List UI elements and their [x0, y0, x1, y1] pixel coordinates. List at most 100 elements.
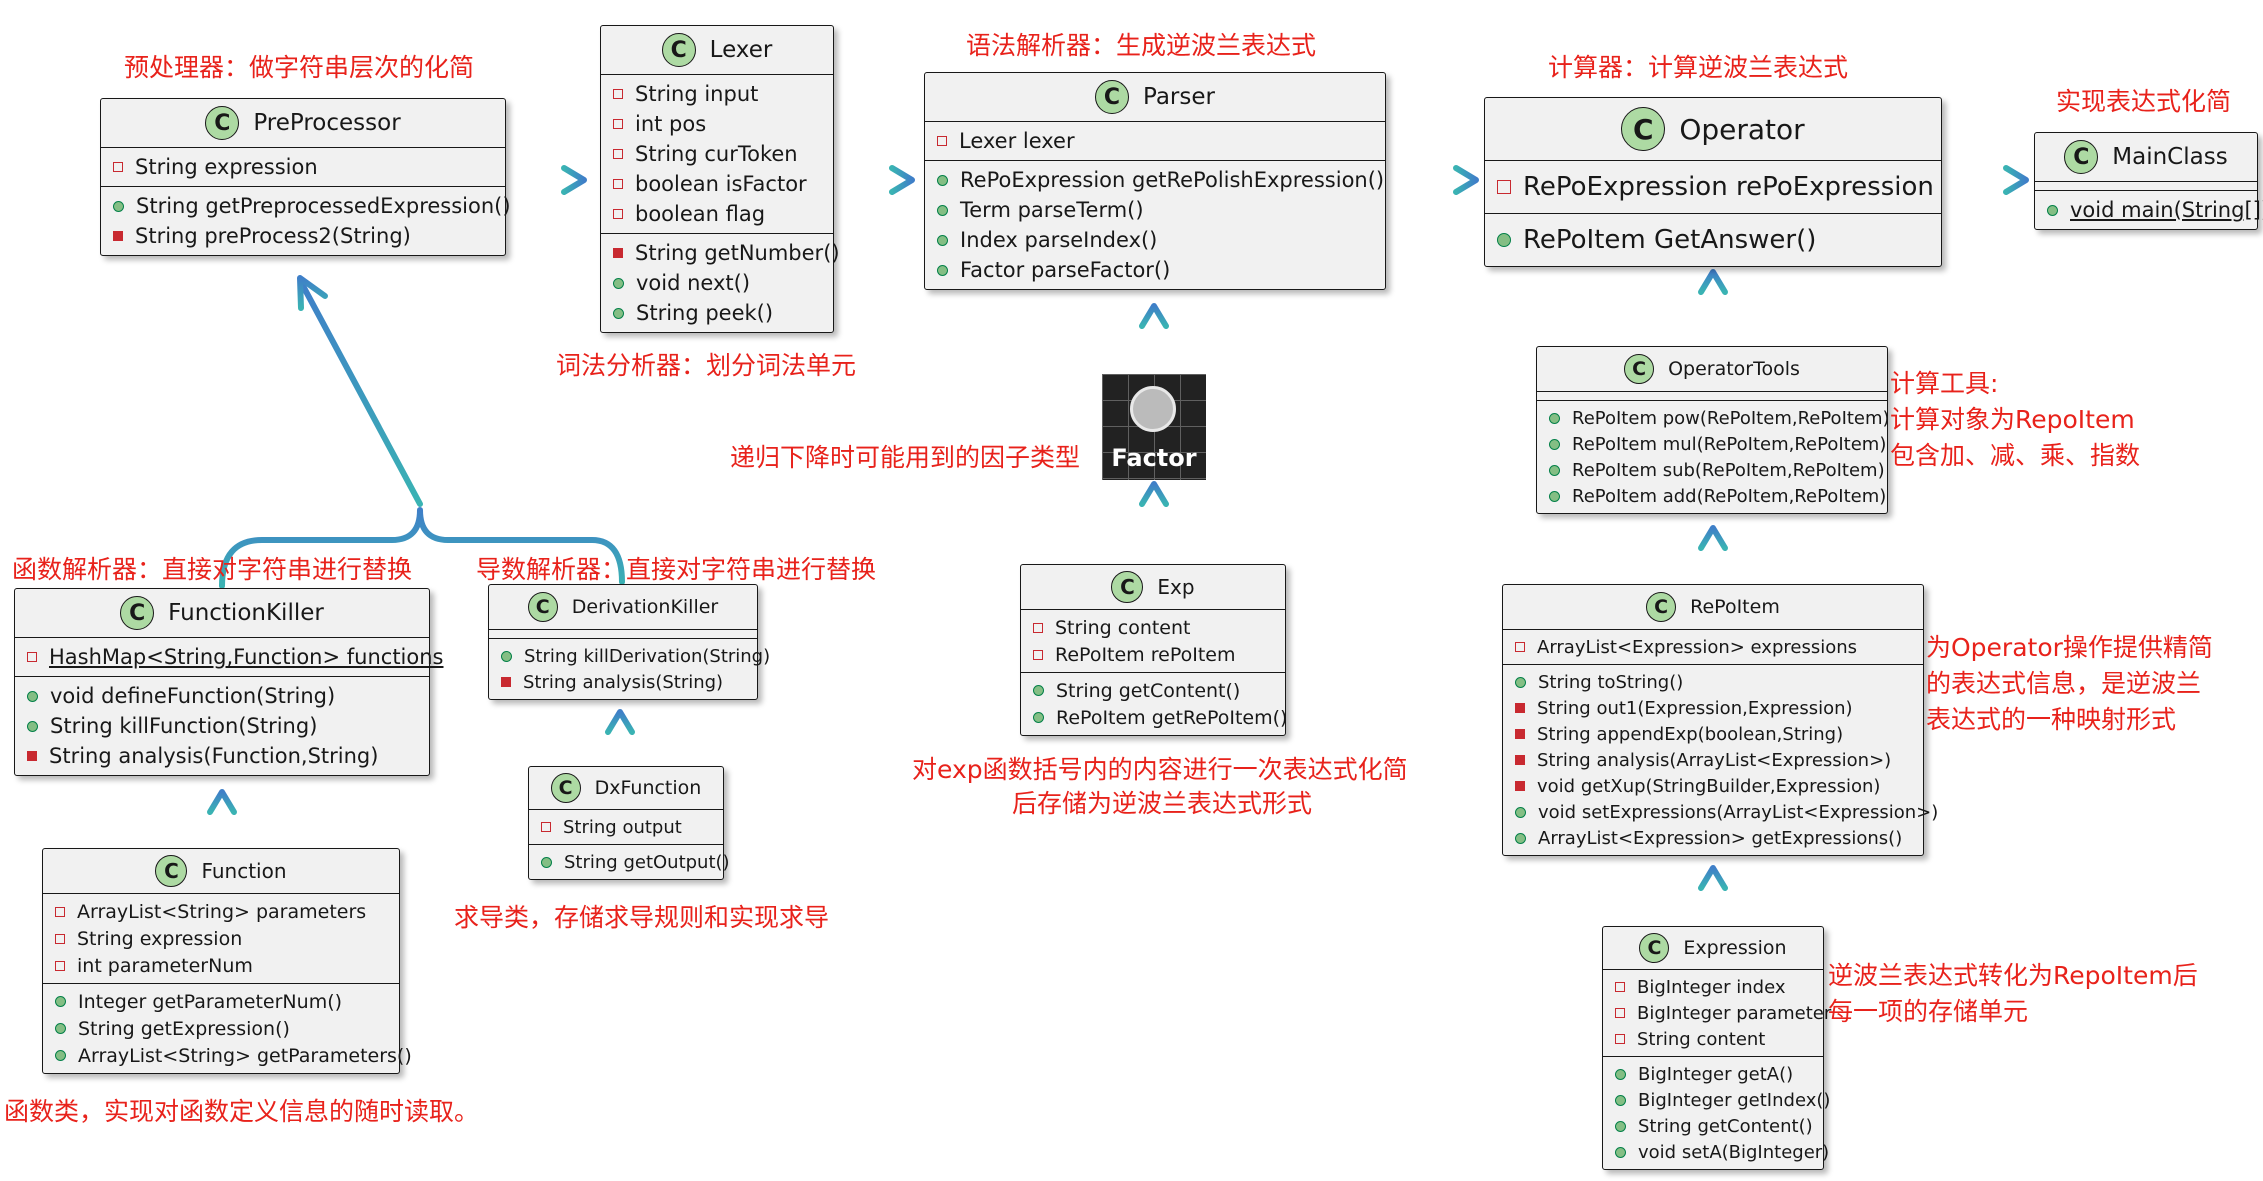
private-field-icon: [613, 179, 623, 189]
private-field-icon: [541, 822, 551, 832]
arrow-parser-to-operator: [1391, 165, 1479, 195]
public-method-icon: [1615, 1120, 1626, 1132]
field-row: String input: [613, 79, 821, 109]
private-method-icon: [1515, 755, 1525, 765]
method-row: RePoExpression getRePolishExpression(): [937, 165, 1384, 195]
method-row: String peek(): [613, 298, 821, 328]
method-row: void getXup(StringBuilder,Expression): [1515, 773, 1911, 799]
private-method-icon: [1515, 781, 1525, 791]
method-section: String killDerivation(String) String ana…: [489, 638, 770, 699]
note-factor: 递归下降时可能用到的因子类型: [730, 443, 1081, 472]
note-mainclass: 实现表达式化简: [2056, 87, 2232, 116]
class-name: MainClass: [2112, 144, 2228, 170]
method-row: String killFunction(String): [27, 711, 417, 741]
public-method-icon: [55, 1050, 66, 1061]
class-icon: C: [1095, 80, 1129, 114]
class-name: DxFunction: [594, 777, 702, 799]
class-name: OperatorTools: [1668, 358, 1800, 380]
method-section: String getContent() RePoItem getRePoItem…: [1021, 672, 1287, 735]
method-section: void main(String[]): [2035, 190, 2263, 229]
method-section: BigInteger getA() BigInteger getIndex() …: [1603, 1056, 1830, 1169]
method-section: String getPreprocessedExpression() Strin…: [101, 186, 511, 255]
class-icon: C: [1111, 571, 1144, 603]
field-row: RePoItem rePoItem: [1033, 641, 1273, 668]
field-row: int parameterNum: [55, 952, 387, 979]
method-row: String out1(Expression,Expression): [1515, 695, 1911, 721]
field-row: String output: [541, 814, 711, 840]
method-row: RePoItem sub(RePoItem,RePoItem): [1549, 457, 1885, 483]
method-row: void defineFunction(String): [27, 681, 417, 711]
method-section: String getOutput(): [529, 844, 730, 879]
public-method-icon: [1549, 412, 1560, 424]
public-method-icon: [2047, 204, 2058, 216]
method-row: String getExpression(): [55, 1015, 387, 1042]
method-row: String appendExp(boolean,String): [1515, 721, 1911, 747]
method-section: RePoItem GetAnswer(): [1485, 213, 1941, 266]
private-field-icon: [27, 652, 37, 662]
note-parser: 语法解析器：生成逆波兰表达式: [966, 31, 1317, 60]
field-section: String output: [529, 810, 723, 844]
field-row: ArrayList<String> parameters: [55, 898, 387, 925]
field-section: String content RePoItem rePoItem: [1021, 610, 1285, 672]
field-row: String content: [1615, 1026, 1811, 1052]
public-method-icon: [27, 690, 38, 702]
class-icon: C: [1621, 107, 1666, 151]
factor-circle-icon: [1130, 386, 1176, 432]
field-row: boolean flag: [613, 199, 821, 229]
field-row: BigInteger parameter: [1615, 1000, 1831, 1026]
field-section: [2035, 182, 2257, 190]
private-field-icon: [613, 89, 623, 99]
method-row: String analysis(String): [501, 669, 745, 695]
factor-image: Factor: [1102, 374, 1206, 480]
class-name: Function: [201, 859, 287, 883]
method-row: String getContent(): [1033, 677, 1273, 704]
public-method-icon: [937, 234, 948, 246]
arrow-operatortools-to-operator: [1698, 269, 1728, 339]
public-method-icon: [1515, 832, 1526, 844]
class-icon: C: [1639, 933, 1670, 963]
note-function: 函数类，实现对函数定义信息的随时读取。: [4, 1097, 480, 1126]
public-method-icon: [1549, 490, 1560, 502]
note-functionkiller: 函数解析器：直接对字符串进行替换: [12, 555, 413, 584]
method-row: Term parseTerm(): [937, 195, 1373, 225]
field-section: ArrayList<Expression> expressions: [1503, 630, 1923, 664]
arrow-preprocessor-to-lexer: [519, 165, 587, 195]
private-method-icon: [613, 248, 623, 258]
public-method-icon: [613, 307, 624, 319]
public-method-icon: [1615, 1094, 1626, 1106]
private-method-icon: [1515, 703, 1525, 713]
field-row: ArrayList<Expression> expressions: [1515, 634, 1911, 660]
private-field-icon: [613, 119, 623, 129]
field-section: ArrayList<String> parameters String expr…: [43, 894, 399, 983]
private-field-icon: [1515, 642, 1525, 652]
method-row: void main(String[]): [2047, 195, 2263, 225]
method-row: void setExpressions(ArrayList<Expression…: [1515, 799, 1938, 825]
method-row: ArrayList<String> getParameters(): [55, 1042, 412, 1069]
method-row: BigInteger getIndex(): [1615, 1087, 1830, 1113]
public-method-icon: [1515, 806, 1526, 818]
method-row: String getContent(): [1615, 1113, 1813, 1139]
method-row: ArrayList<Expression> getExpressions(): [1515, 825, 1911, 851]
method-row: String getNumber(): [613, 238, 840, 268]
field-row: boolean isFactor: [613, 169, 821, 199]
method-row: String getPreprocessedExpression(): [113, 191, 511, 221]
class-name: Exp: [1157, 575, 1195, 599]
method-section: RePoItem pow(RePoItem,RePoItem) RePoItem…: [1537, 400, 1890, 513]
method-row: String analysis(ArrayList<Expression>): [1515, 747, 1911, 773]
class-name: DerivationKiller: [571, 596, 719, 618]
class-name: PreProcessor: [253, 110, 401, 136]
method-section: void defineFunction(String) String killF…: [15, 676, 429, 775]
field-row: String content: [1033, 614, 1273, 641]
field-section: HashMap<String,Function> functions: [15, 638, 444, 676]
public-method-icon: [1033, 712, 1044, 723]
note-dxfunction: 求导类，存储求导规则和实现求导: [454, 903, 830, 932]
public-method-icon: [1515, 676, 1526, 688]
method-row: RePoItem add(RePoItem,RePoItem): [1549, 483, 1886, 509]
